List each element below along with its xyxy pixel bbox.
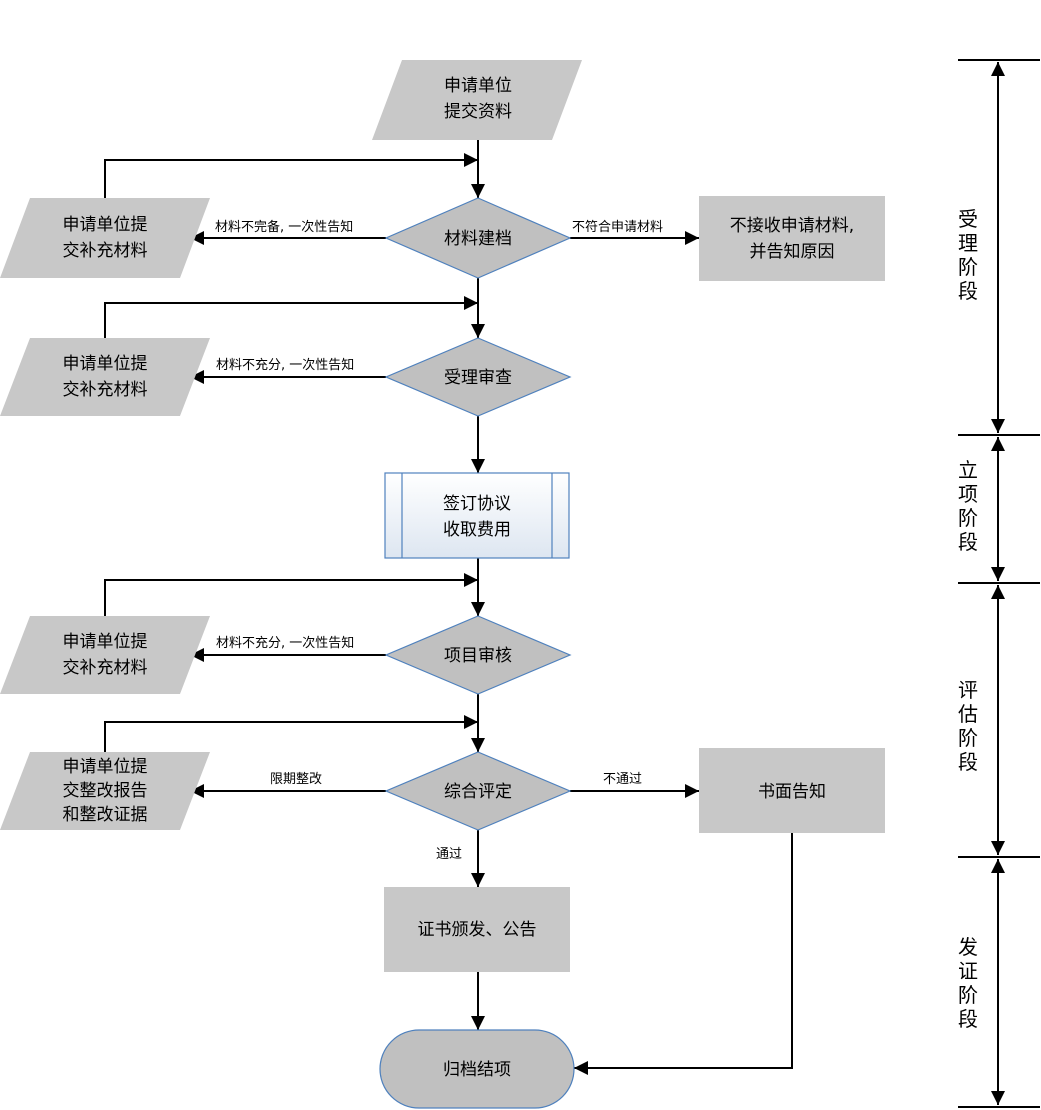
node-supplement-1: 申请单位提 交补充材料: [0, 198, 210, 278]
node-archive: 归档结项: [379, 1029, 575, 1109]
stage-char: 阶: [958, 255, 978, 279]
stage-char: 段: [958, 1007, 978, 1031]
edge-label-fail: 不通过: [603, 772, 642, 787]
edge-supplement3-return: [104, 573, 478, 616]
edge-supplement1-return: [104, 153, 478, 198]
node-label: 收取费用: [443, 520, 511, 540]
node-agreement: 签订协议 收取费用: [384, 472, 570, 559]
node-supplement-3: 申请单位提 交补充材料: [0, 616, 210, 694]
node-supplement-4: 申请单位提 交整改报告 和整改证据: [0, 752, 210, 830]
node-acceptance-review: 受理审查: [384, 337, 572, 417]
stage-char: 段: [958, 279, 978, 303]
node-written-notice: 书面告知: [699, 748, 885, 833]
node-label: 申请单位提: [63, 757, 148, 777]
node-label: 证书颁发、公告: [418, 920, 537, 940]
stage-char: 阶: [958, 726, 978, 750]
node-label: 申请单位: [444, 76, 512, 96]
node-submit-materials: 申请单位 提交资料: [372, 60, 582, 140]
node-label: 受理审查: [444, 368, 512, 388]
stage-char: 立: [958, 458, 978, 482]
node-label: 交补充材料: [63, 658, 148, 678]
node-label: 归档结项: [443, 1060, 511, 1080]
stage-char: 估: [958, 702, 978, 726]
stage-char: 阶: [958, 983, 978, 1007]
node-label: 和整改证据: [63, 805, 148, 825]
node-label: 申请单位提: [63, 215, 148, 235]
node-label: 申请单位提: [63, 632, 148, 652]
stage-certification: 发 证 阶 段: [958, 935, 978, 1031]
edge-supplement2-return: [104, 296, 478, 338]
stage-acceptance: 受 理 阶 段: [958, 207, 978, 303]
node-label: 项目审核: [444, 646, 512, 666]
node-label: 书面告知: [758, 782, 826, 802]
stage-char: 证: [958, 959, 978, 983]
node-filing: 材料建档: [384, 197, 572, 279]
node-label: 并告知原因: [750, 242, 835, 262]
edge-label-insufficient-2: 材料不充分, 一次性告知: [216, 635, 354, 651]
node-label: 材料建档: [444, 229, 512, 249]
stage-char: 项: [958, 482, 978, 506]
stage-evaluation: 评 估 阶 段: [958, 678, 978, 774]
stage-bar: 受 理 阶 段 立 项 阶 段 评 估 阶 段 发 证 阶 段: [958, 59, 1040, 1108]
node-label: 交补充材料: [63, 380, 148, 400]
edge-label-insufficient-1: 材料不充分, 一次性告知: [216, 357, 354, 373]
stage-char: 评: [958, 678, 978, 702]
stage-project-setup: 立 项 阶 段: [958, 458, 978, 554]
node-label: 提交资料: [444, 102, 512, 122]
stage-char: 阶: [958, 506, 978, 530]
stage-char: 理: [958, 231, 978, 255]
edge-label-nonconforming: 不符合申请材料: [572, 219, 663, 235]
stage-char: 段: [958, 530, 978, 554]
edge-label-pass: 通过: [436, 847, 462, 862]
node-label: 综合评定: [444, 782, 512, 802]
stage-char: 受: [958, 207, 978, 231]
stage-char: 段: [958, 750, 978, 774]
node-reject: 不接收申请材料, 并告知原因: [699, 196, 885, 281]
edge-supplement4-return: [104, 715, 478, 752]
node-project-audit: 项目审核: [384, 615, 572, 695]
edge-label-rectify: 限期整改: [270, 772, 322, 787]
node-certificate: 证书颁发、公告: [384, 887, 570, 972]
stage-char: 发: [958, 935, 978, 959]
node-label: 不接收申请材料,: [730, 216, 854, 236]
edge-label-incomplete: 材料不完备, 一次性告知: [215, 219, 353, 235]
node-label: 申请单位提: [63, 354, 148, 374]
edge-notice-to-archive: [574, 833, 793, 1075]
connectors: [104, 140, 793, 1075]
node-label: 交补充材料: [63, 241, 148, 261]
node-evaluation: 综合评定: [384, 751, 572, 831]
node-label: 签订协议: [443, 494, 511, 514]
node-label: 交整改报告: [63, 781, 148, 801]
node-supplement-2: 申请单位提 交补充材料: [0, 338, 210, 416]
